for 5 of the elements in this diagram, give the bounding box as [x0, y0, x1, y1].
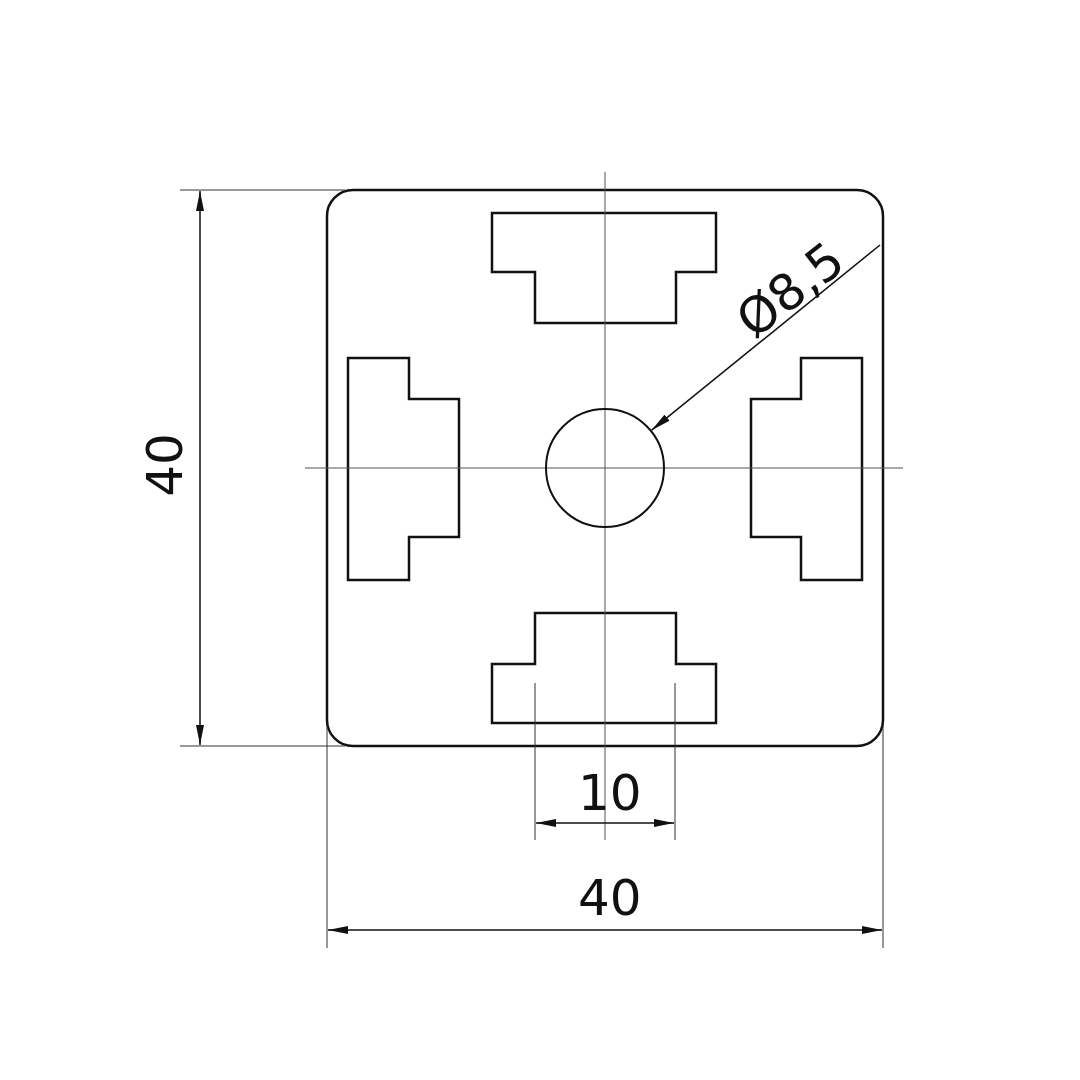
dimension-text: 40	[139, 433, 190, 497]
bore-hole	[545, 408, 665, 528]
dimension-text: 10	[578, 768, 642, 818]
leader-line	[650, 244, 881, 431]
dimension-text: 40	[578, 873, 642, 923]
